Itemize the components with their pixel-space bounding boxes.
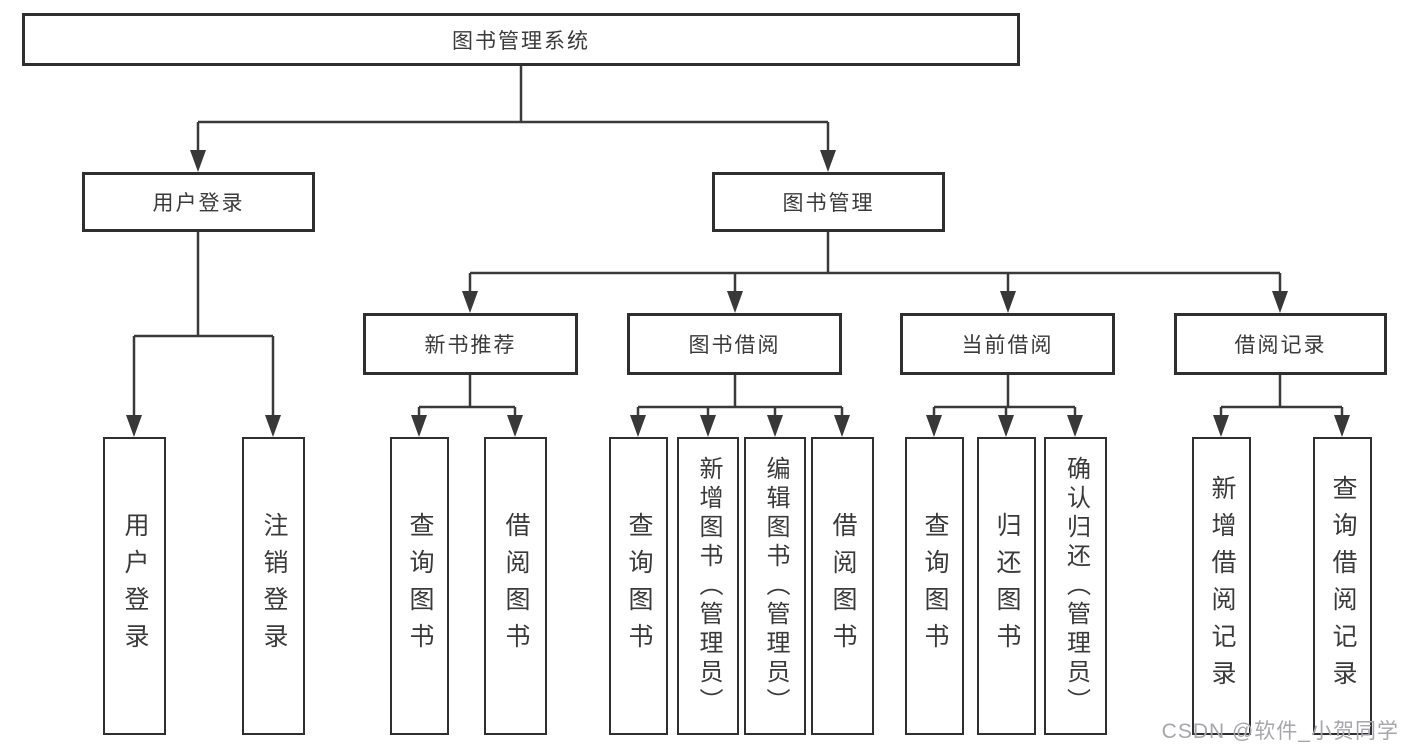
- leaf-add-book-admin: 新增图书（管理员）: [677, 437, 739, 735]
- node-label: 借阅图书: [502, 512, 530, 660]
- node-label: 用户登录: [121, 512, 149, 660]
- arrowhead-bookborrow-leaves: [630, 415, 850, 437]
- node-label: 新增借阅记录: [1208, 475, 1236, 697]
- node-label: 注销登录: [260, 512, 288, 660]
- connector-currentborrow-to-leaves: [932, 375, 1077, 418]
- node-label: 新增图书（管理员）: [695, 455, 722, 717]
- leaf-borrow-query-book: 查询图书: [609, 437, 668, 735]
- leaf-logout: 注销登录: [242, 437, 305, 735]
- connector-bookmgmt-to-level3: [468, 232, 1282, 294]
- leaf-borrow-book: 借阅图书: [811, 437, 874, 735]
- node-label: 确认归还（管理员）: [1062, 455, 1090, 717]
- node-label: 归还图书: [993, 512, 1021, 660]
- node-label: 借阅记录: [1234, 334, 1327, 357]
- node-label: 查询图书: [625, 512, 653, 660]
- node-label: 图书管理: [782, 192, 875, 215]
- node-book-borrow: 图书借阅: [627, 313, 842, 375]
- connector-userlogin-to-leaves: [132, 232, 275, 418]
- arrowhead-userlogin-leaves: [126, 415, 281, 437]
- node-borrow-record: 借阅记录: [1174, 313, 1387, 375]
- node-label: 查询图书: [406, 512, 434, 660]
- node-label: 查询图书: [921, 512, 949, 660]
- leaf-edit-book-admin: 编辑图书（管理员）: [744, 437, 806, 735]
- node-label: 当前借阅: [961, 334, 1054, 357]
- node-root-system: 图书管理系统: [22, 13, 1020, 66]
- leaf-query-borrow-record: 查询借阅记录: [1313, 437, 1372, 735]
- leaf-add-borrow-record: 新增借阅记录: [1192, 437, 1251, 735]
- connector-root-to-level2: [196, 66, 830, 153]
- leaf-return-book: 归还图书: [977, 437, 1036, 735]
- node-current-borrow: 当前借阅: [900, 313, 1115, 375]
- node-label: 查询借阅记录: [1329, 475, 1357, 697]
- arrowhead-newbook-leaves: [411, 415, 523, 437]
- leaf-current-query-book: 查询图书: [905, 437, 964, 735]
- node-label: 用户登录: [152, 192, 245, 215]
- node-label: 借阅图书: [829, 512, 857, 660]
- arrowhead-level3: [462, 291, 1288, 313]
- node-label: 编辑图书（管理员）: [762, 455, 789, 717]
- connector-bookborrow-to-leaves: [636, 375, 844, 418]
- leaf-newbook-borrow-book: 借阅图书: [484, 437, 547, 735]
- connector-newbook-to-leaves: [417, 375, 517, 418]
- arrowhead-borrowrecord-leaves: [1213, 415, 1350, 437]
- arrowhead-currentborrow-leaves: [926, 415, 1083, 437]
- node-label: 新书推荐: [424, 334, 517, 357]
- node-label: 图书借阅: [688, 334, 781, 357]
- node-book-management: 图书管理: [712, 172, 945, 232]
- arrowhead-level2: [190, 150, 836, 172]
- leaf-user-login: 用户登录: [103, 437, 166, 735]
- node-new-book-recommend: 新书推荐: [363, 313, 578, 375]
- leaf-confirm-return-admin: 确认归还（管理员）: [1044, 437, 1107, 735]
- node-label: 图书管理系统: [452, 29, 590, 53]
- node-user-login: 用户登录: [82, 172, 315, 232]
- connector-borrowrecord-to-leaves: [1219, 375, 1344, 418]
- csdn-watermark: CSDN @软件_小贺同学: [1161, 720, 1399, 743]
- leaf-newbook-query-book: 查询图书: [390, 437, 449, 735]
